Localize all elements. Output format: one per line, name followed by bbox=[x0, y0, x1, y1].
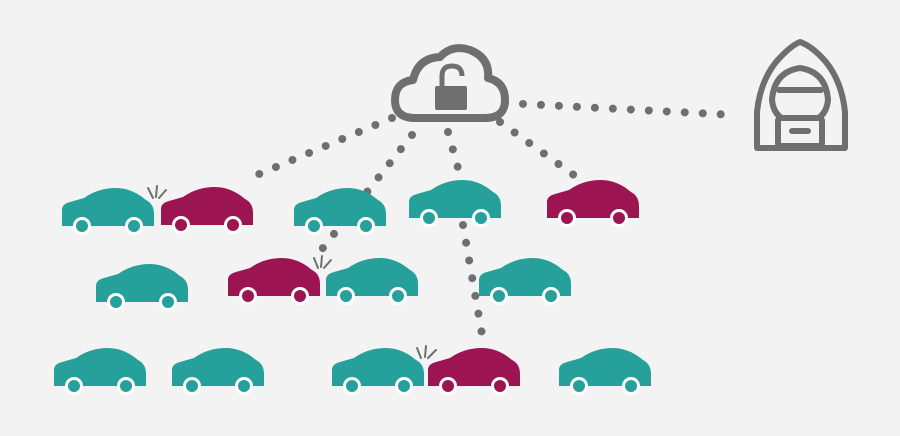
car-safe bbox=[559, 348, 651, 395]
car-compromised bbox=[428, 348, 520, 395]
link-hacker-cloud bbox=[501, 99, 739, 119]
car-compromised bbox=[547, 180, 639, 227]
car-compromised bbox=[161, 187, 253, 234]
car-safe bbox=[479, 258, 571, 305]
car-safe bbox=[54, 348, 146, 395]
car-safe bbox=[409, 180, 501, 227]
link-cloud-car-4 bbox=[496, 118, 582, 182]
car-safe bbox=[326, 258, 418, 305]
car-compromised bbox=[228, 258, 320, 305]
impact-spark-icon bbox=[147, 185, 167, 199]
car-fleet bbox=[54, 180, 651, 395]
hooded-hacker-icon bbox=[754, 39, 848, 151]
car-safe bbox=[332, 348, 424, 395]
impact-spark-icon bbox=[313, 255, 332, 269]
car-safe bbox=[294, 188, 386, 235]
connection-lines bbox=[241, 99, 739, 344]
cloud-icon bbox=[391, 44, 509, 122]
link-cloud-car-5 bbox=[459, 221, 487, 344]
impact-spark-icon bbox=[416, 345, 437, 359]
link-cloud-car-1 bbox=[241, 114, 396, 184]
car-safe bbox=[62, 188, 154, 235]
car-safe bbox=[96, 264, 188, 311]
link-cloud-car-3 bbox=[444, 128, 462, 172]
unlocked-padlock-icon bbox=[435, 63, 467, 110]
car-safe bbox=[172, 348, 264, 395]
